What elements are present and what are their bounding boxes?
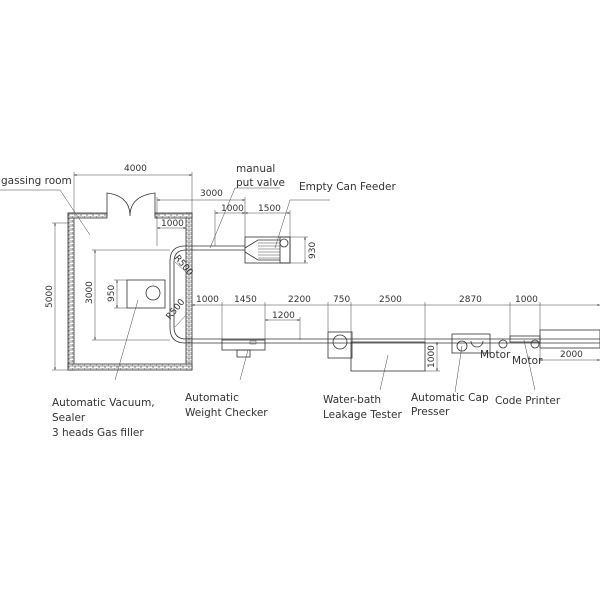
empty-can-feeder	[244, 236, 291, 264]
weight-checker	[221, 339, 266, 358]
motor-icon	[530, 339, 540, 349]
label-vacuum-sealer: Automatic Vacuum,	[52, 397, 155, 409]
dim-feeder-len: 1500	[258, 204, 281, 214]
dim-1200: 1200	[272, 311, 295, 321]
water-bath-leakage-tester	[327, 331, 426, 372]
label-gassing-room: gassing room	[1, 175, 72, 187]
dim-tank-1000: 1000	[427, 345, 437, 368]
label-manual-valve: manual	[236, 163, 275, 175]
label-cap-presser-2: Presser	[411, 406, 450, 418]
label-code-printer: Code Printer	[495, 395, 561, 407]
conveyor	[169, 245, 600, 344]
dim-2200: 2200	[288, 295, 311, 305]
dimension-lines	[52, 172, 600, 372]
dim-room-width: 4000	[124, 164, 147, 174]
dim-radius-2: R500	[165, 297, 188, 322]
label-manual-valve-2: put valve	[236, 177, 285, 189]
dim-feeder-gap: 1000	[221, 204, 244, 214]
leader-lines	[0, 187, 536, 393]
label-cap-presser: Automatic Cap	[411, 392, 489, 404]
vacuum-sealer-machine	[126, 279, 166, 309]
label-weight-checker: Automatic	[185, 392, 239, 404]
label-empty-can-feeder: Empty Can Feeder	[299, 181, 396, 193]
label-vacuum-sealer-2: Sealer	[52, 412, 86, 424]
label-motor-2: Motor	[512, 355, 543, 367]
dim-750: 750	[333, 295, 350, 305]
dim-room-height: 5000	[45, 285, 55, 308]
label-vacuum-sealer-3: 3 heads Gas filler	[52, 427, 144, 439]
dim-1000b: 1000	[515, 295, 538, 305]
dim-2500: 2500	[379, 295, 402, 305]
gassing-room	[67, 192, 193, 371]
dim-2870: 2870	[459, 295, 482, 305]
code-printer	[509, 329, 600, 349]
label-motor-1: Motor	[480, 349, 511, 361]
dim-feeder-width: 930	[308, 242, 318, 259]
label-water-bath-2: Leakage Tester	[323, 409, 402, 421]
label-weight-checker-2: Weight Checker	[185, 407, 268, 419]
motor-icon	[498, 339, 508, 349]
label-water-bath: Water-bath	[323, 394, 381, 406]
dim-1450: 1450	[234, 295, 257, 305]
cap-presser	[451, 333, 491, 354]
door-icon	[106, 192, 156, 217]
dim-2000: 2000	[560, 350, 583, 360]
dim-1000: 1000	[196, 295, 219, 305]
dim-950: 950	[107, 285, 117, 302]
dim-inner-1000: 1000	[161, 219, 184, 229]
dim-inner-3000: 3000	[85, 281, 95, 304]
dim-3000: 3000	[200, 189, 223, 199]
